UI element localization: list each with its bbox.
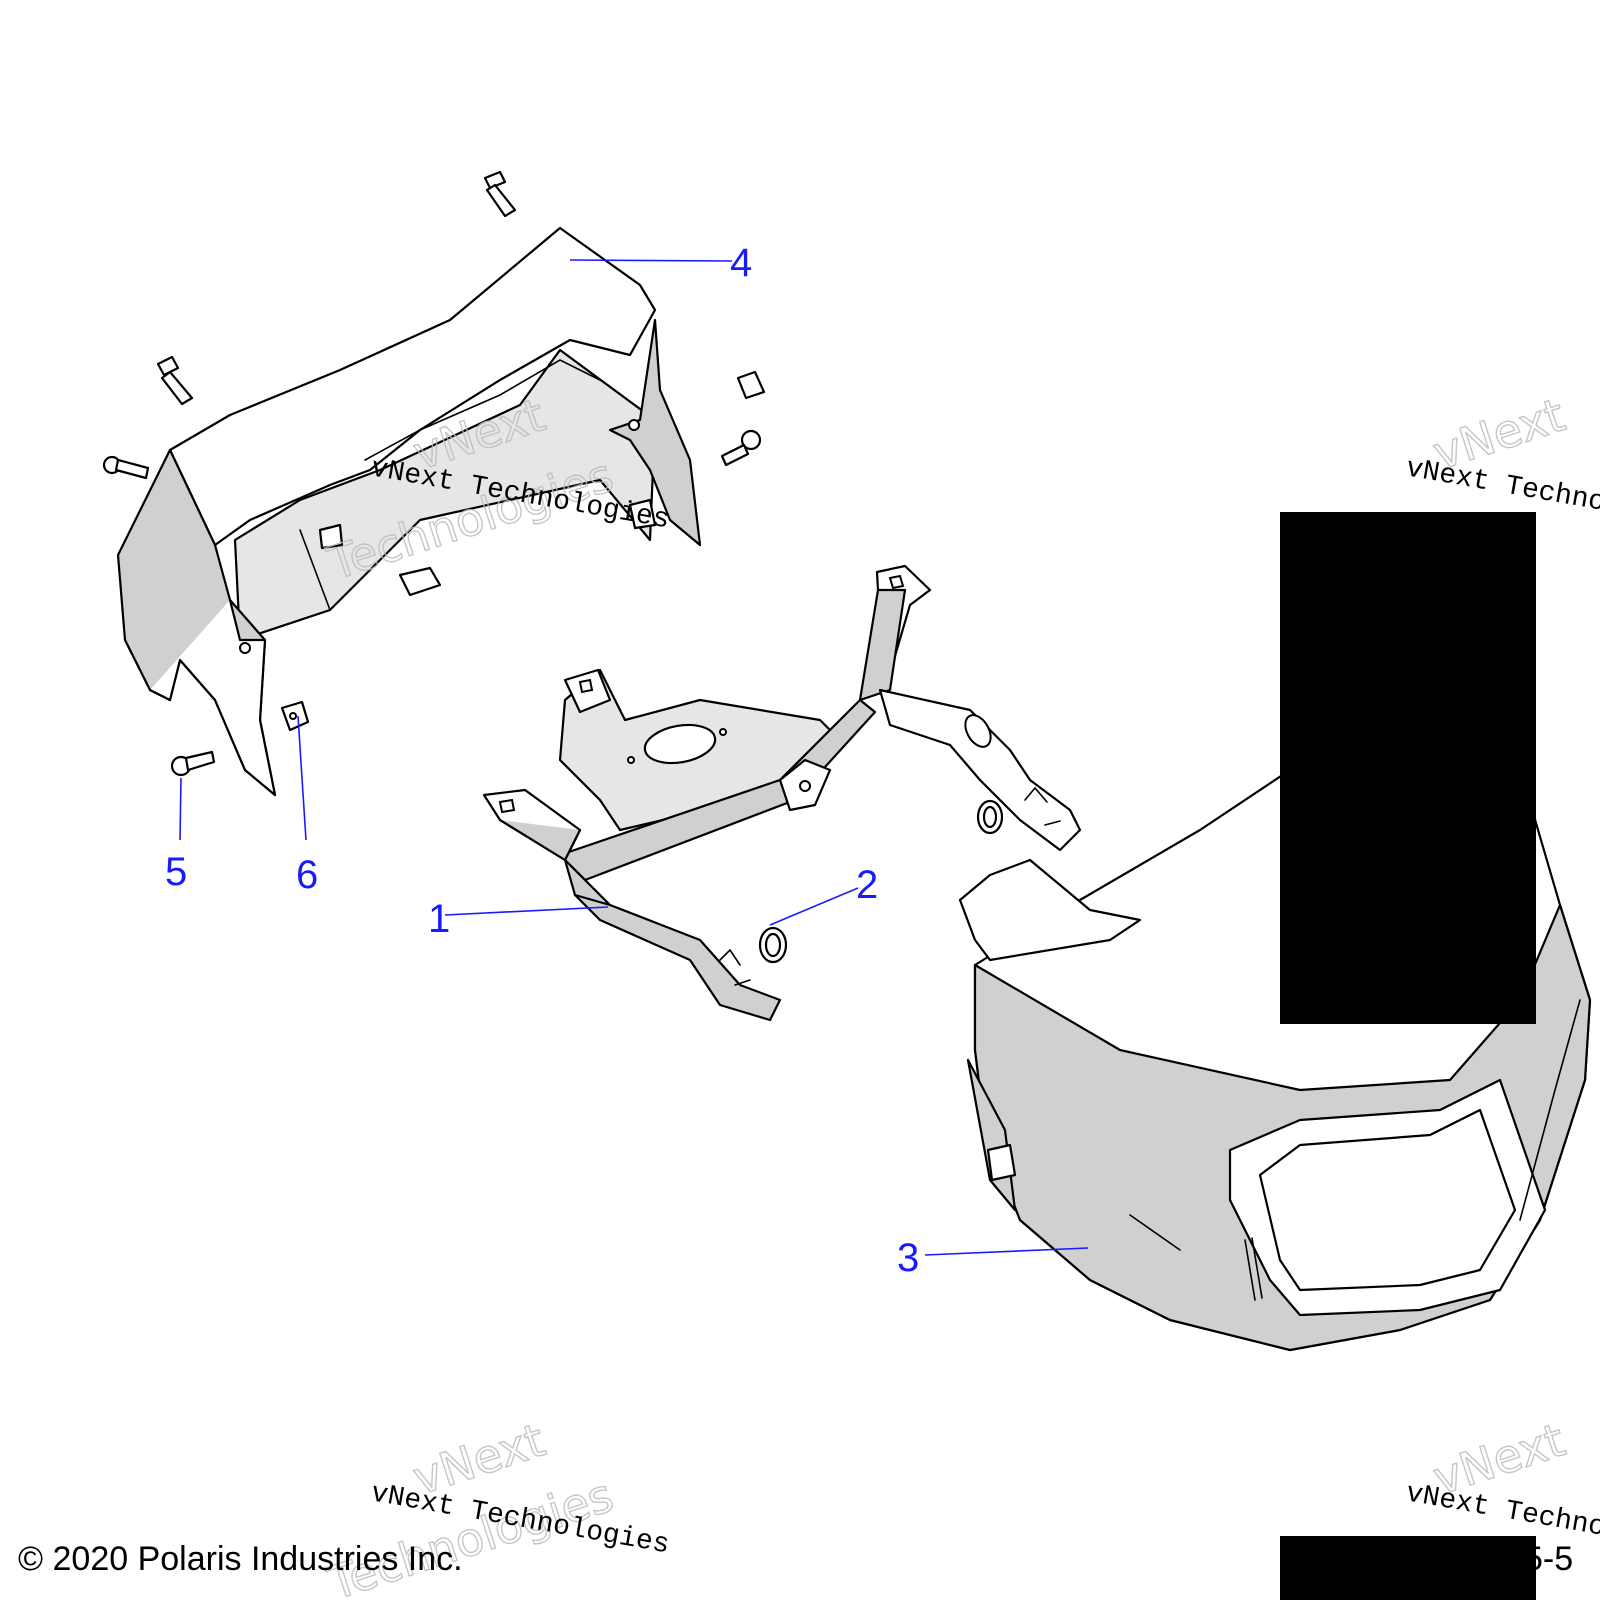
leader-6 bbox=[297, 715, 307, 841]
leader-4 bbox=[569, 259, 733, 262]
part-5-screw bbox=[170, 750, 216, 777]
watermark-text: vNext Techno bbox=[1403, 1478, 1600, 1544]
callout-5: 5 bbox=[165, 850, 187, 894]
part-1-bracket bbox=[482, 564, 1082, 1022]
leader-5 bbox=[179, 777, 182, 841]
callout-1: 1 bbox=[428, 897, 450, 941]
part-4-upper-cover bbox=[116, 226, 702, 797]
grommet-upper bbox=[976, 799, 1004, 835]
callout-2: 2 bbox=[856, 863, 878, 907]
screw-left bbox=[102, 455, 150, 480]
redaction-block-footer bbox=[1280, 1536, 1536, 1600]
screw-top bbox=[483, 170, 517, 218]
callout-3: 3 bbox=[897, 1236, 919, 1280]
watermark-upper-right: vNext vNext Techno bbox=[1403, 387, 1600, 519]
screw-upper-left bbox=[156, 355, 194, 406]
clip-upper-right bbox=[736, 370, 766, 400]
callout-6: 6 bbox=[296, 853, 318, 897]
watermark-lower-right: vNext vNext Techno bbox=[1403, 1412, 1600, 1544]
leader-1 bbox=[444, 906, 609, 916]
leader-2 bbox=[769, 887, 859, 926]
copyright-notice: © 2020 Polaris Industries Inc. bbox=[18, 1540, 463, 1578]
leader-3 bbox=[924, 1247, 1089, 1256]
part-6-clip bbox=[280, 700, 310, 732]
redaction-block-upper bbox=[1280, 512, 1536, 1024]
watermark-text: vNext Techno bbox=[1403, 453, 1600, 519]
leader-lines bbox=[179, 259, 1089, 1256]
screw-right bbox=[720, 429, 762, 467]
callout-4: 4 bbox=[730, 241, 752, 285]
callout-labels: 1 2 3 4 5 6 bbox=[165, 241, 919, 1280]
part-2-grommet bbox=[758, 926, 788, 964]
